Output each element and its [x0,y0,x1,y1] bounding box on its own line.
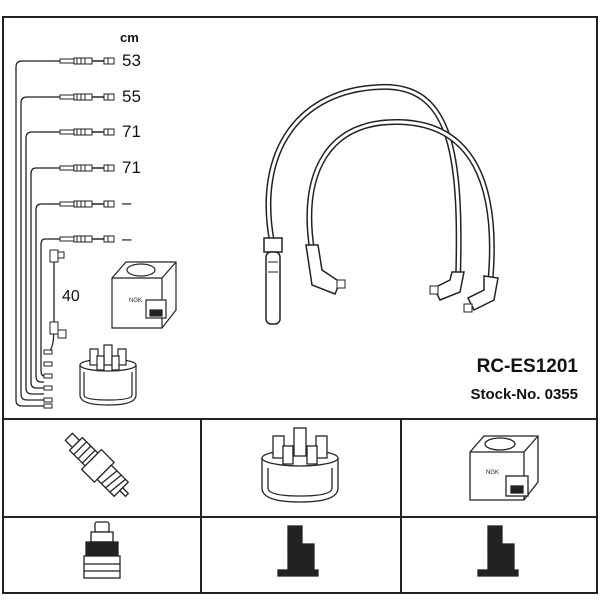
lead-length-5: – [122,193,132,212]
lead-connector-5 [59,200,115,208]
divider-col-2 [400,418,402,594]
lead-length-1: 53 [122,51,141,70]
product-code: RC-ES1201 [476,356,578,377]
divider-top [2,418,598,420]
diagram-frame [2,16,598,594]
coil-lead [49,249,67,339]
coil-terminal-icon [477,525,519,577]
ignition-coil-icon: NGK [469,435,539,501]
bundle-terminals [43,349,53,409]
lead-connector-1 [59,57,115,65]
lead-length-2: 55 [122,87,141,106]
distributor-cap-icon [261,427,339,503]
spark-plug-icon [64,432,130,498]
ignition-coil-icon: NGK [111,261,177,329]
distributor-cap-icon [79,344,137,406]
spark-plug-terminal-icon [83,521,121,579]
lead-connector-4 [59,164,115,172]
lead-connector-3 [59,128,115,136]
lead-length-3: 71 [122,122,141,141]
lead-length-4: 71 [122,158,141,177]
lead-connector-6 [59,235,115,243]
lead-bundle [15,60,55,407]
cap-terminal-icon [277,525,319,577]
svg-text:NGK: NGK [486,470,499,476]
ignition-cable-icon [263,83,499,325]
coil-lead-length: 40 [62,288,80,305]
lead-length-6: – [122,229,132,248]
length-unit: cm [120,30,139,45]
lead-connector-2 [59,93,115,101]
svg-text:NGK: NGK [129,298,142,304]
divider-col-1 [200,418,202,594]
divider-bottom [2,516,598,518]
stock-number: Stock-No. 0355 [470,386,578,403]
